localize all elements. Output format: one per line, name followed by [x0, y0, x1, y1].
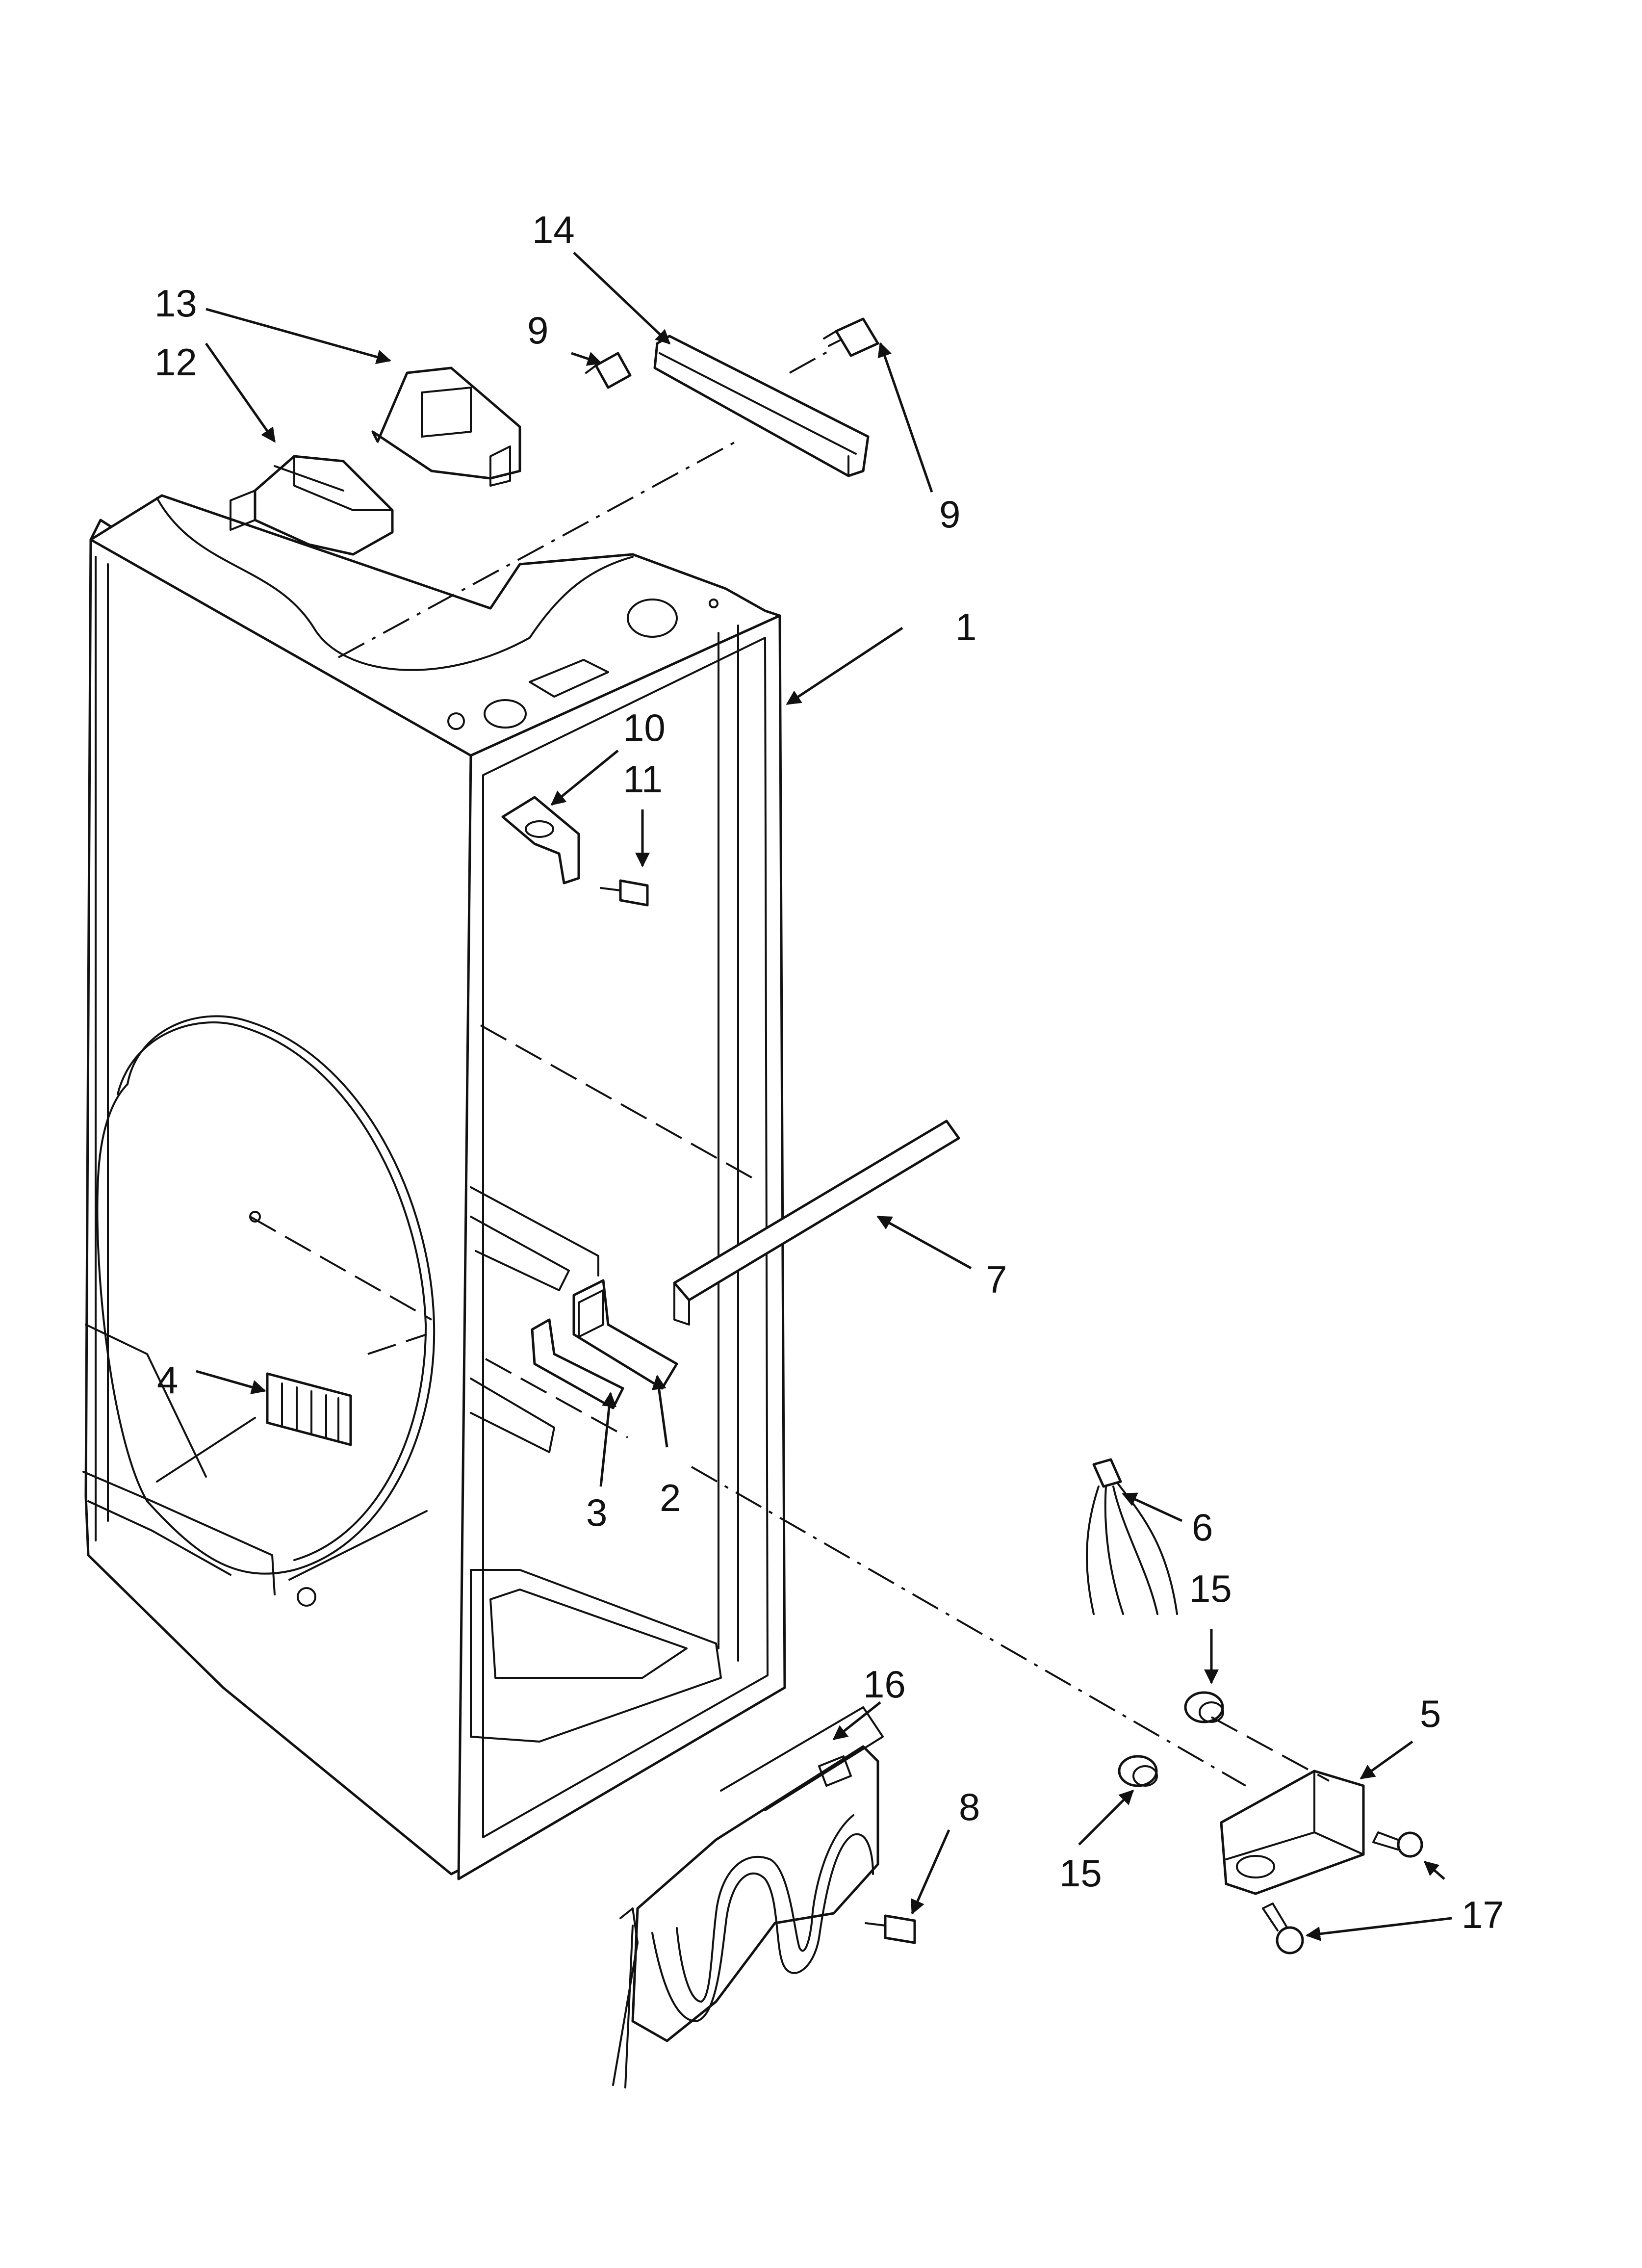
wiring-harness-loop: [96, 1015, 436, 1575]
callout-11: 11: [623, 757, 663, 801]
cabinet-liner: [82, 494, 786, 1880]
part-16-coil: [612, 1706, 884, 2088]
callout-17: 17: [1462, 1893, 1504, 1936]
callout-2: 2: [660, 1476, 681, 1519]
leader-lines: [196, 252, 1452, 1941]
callout-15-upper: 15: [1189, 1567, 1232, 1610]
part-13-bracket: [371, 366, 521, 487]
callout-16: 16: [863, 1663, 906, 1706]
part-4-bracket: [266, 1372, 352, 1446]
part-3-bracket: [531, 1318, 624, 1409]
part-15-grommet-upper: [1184, 1691, 1224, 1723]
callout-6: 6: [1192, 1506, 1213, 1549]
part-14-rail: [653, 335, 870, 477]
part-7-bar: [673, 1120, 960, 1326]
callout-15-lower: 15: [1059, 1851, 1102, 1895]
part-10-bracket: [501, 796, 580, 885]
callout-14: 14: [532, 208, 575, 251]
part-6-wire-harness: [1086, 1458, 1178, 1615]
callout-9-right: 9: [939, 493, 960, 536]
callout-5: 5: [1420, 1692, 1441, 1735]
part-8-screw: [865, 1914, 916, 1944]
callout-8: 8: [959, 1785, 980, 1828]
part-9-screw-left: [585, 352, 632, 389]
callout-12: 12: [154, 340, 197, 384]
callout-4: 4: [157, 1358, 178, 1402]
callout-1: 1: [955, 605, 976, 649]
part-17-screw-upper: [1372, 1831, 1423, 1858]
part-17-screw-lower: [1262, 1903, 1304, 1955]
part-11-screw: [600, 879, 649, 907]
part-12-control-housing: [230, 455, 394, 556]
part-2-bracket: [572, 1279, 678, 1390]
callout-9-upper: 9: [527, 309, 548, 352]
part-5-housing: [1220, 1770, 1365, 1895]
callout-3: 3: [586, 1491, 607, 1534]
callout-7: 7: [986, 1258, 1007, 1301]
part-9-screw-right: [823, 317, 879, 357]
callout-10: 10: [623, 706, 666, 749]
callout-13: 13: [154, 282, 197, 325]
part-15-grommet-lower: [1118, 1755, 1158, 1787]
